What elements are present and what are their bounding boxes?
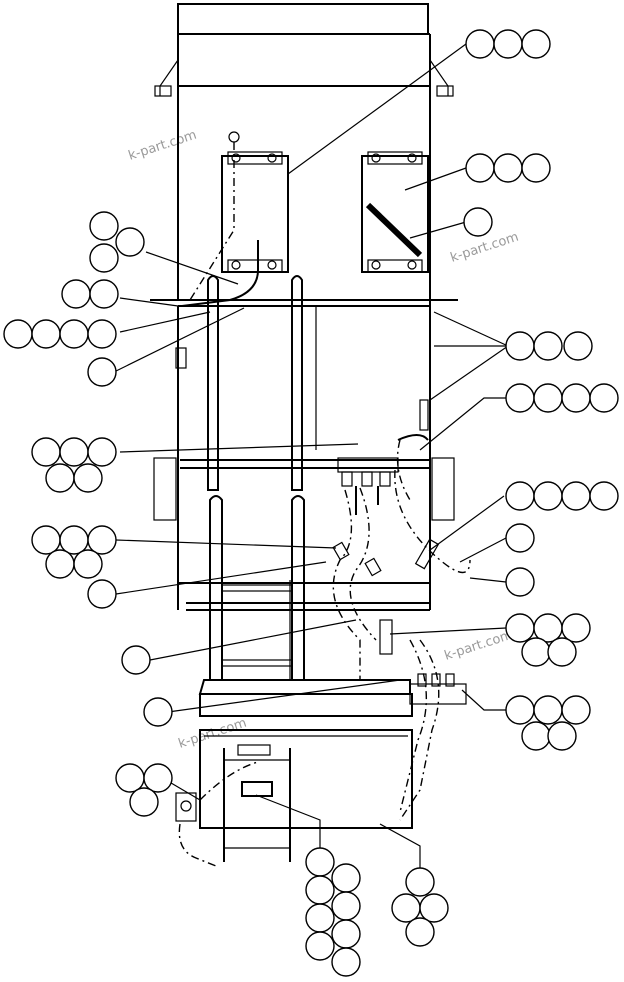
watermarks: k-part.com k-part.com k-part.com k-part.… [127, 128, 521, 752]
callout-bubble [59, 319, 89, 349]
callout-bubble [331, 947, 361, 977]
callout-bubble [143, 697, 173, 727]
callout-bubble [59, 525, 89, 555]
callout-bubble [521, 29, 551, 59]
callout-bubble [589, 383, 619, 413]
callout-bubble [31, 319, 61, 349]
callout-bubble [129, 787, 159, 817]
callout-bubble [73, 463, 103, 493]
callout-bubble [521, 721, 551, 751]
upper-housing [154, 3, 454, 300]
callout-bubble [143, 763, 173, 793]
callout-bubble [521, 153, 551, 183]
callout-bubbles [3, 29, 619, 977]
shafts [207, 275, 305, 681]
watermark-text: k-part.com [443, 628, 515, 664]
callout-bubble [391, 893, 421, 923]
callout-bubble [533, 695, 563, 725]
callout-bubble [419, 893, 449, 923]
callout-bubble [3, 319, 33, 349]
callout-bubble [331, 919, 361, 949]
callout-bubble [561, 695, 591, 725]
callout-bubble [589, 481, 619, 511]
callout-bubble [45, 463, 75, 493]
callout-bubble [463, 207, 493, 237]
relay-right [361, 151, 429, 273]
ground-bolt [228, 131, 240, 143]
callout-bubble [563, 331, 593, 361]
callout-bubble [533, 481, 563, 511]
callout-bubble [505, 567, 535, 597]
callout-bubble [505, 695, 535, 725]
callout-bubble [533, 383, 563, 413]
callout-bubble [89, 211, 119, 241]
callout-bubble [89, 243, 119, 273]
callout-bubble [493, 153, 523, 183]
callout-bubble [561, 383, 591, 413]
callout-bubble [505, 383, 535, 413]
callout-bubble [505, 331, 535, 361]
callout-bubble [547, 637, 577, 667]
callout-bubble [31, 437, 61, 467]
callout-bubble [405, 867, 435, 897]
callout-bubble [87, 579, 117, 609]
callout-bubble [493, 29, 523, 59]
callout-bubble [465, 29, 495, 59]
callout-bubble [561, 613, 591, 643]
leader-lines [113, 43, 509, 868]
callout-bubble [73, 549, 103, 579]
callout-bubble [89, 279, 119, 309]
callout-bubble [505, 613, 535, 643]
callout-bubble [305, 903, 335, 933]
valve-block [332, 434, 471, 680]
callout-bubble [115, 227, 145, 257]
callout-bubble [115, 763, 145, 793]
callout-bubble [31, 525, 61, 555]
callout-bubble [61, 279, 91, 309]
callout-bubble [533, 331, 563, 361]
lower-base [175, 639, 467, 867]
callout-bubble [87, 525, 117, 555]
callout-bubble [45, 549, 75, 579]
callout-bubble [331, 891, 361, 921]
clamps [175, 347, 440, 655]
callout-bubble [87, 357, 117, 387]
callout-bubble [305, 931, 335, 961]
watermark-text: k-part.com [127, 128, 199, 164]
callout-bubble [59, 437, 89, 467]
callout-bubble [547, 721, 577, 751]
callout-bubble [305, 875, 335, 905]
callout-bubble [465, 153, 495, 183]
callout-bubble [405, 917, 435, 947]
callout-bubble [305, 847, 335, 877]
callout-bubble [505, 523, 535, 553]
callout-bubble [331, 863, 361, 893]
callout-bubble [561, 481, 591, 511]
callout-bubble [521, 637, 551, 667]
relay-left [221, 151, 289, 273]
callout-bubble [505, 481, 535, 511]
callout-bubble [87, 319, 117, 349]
callout-bubble [87, 437, 117, 467]
callout-bubble [121, 645, 151, 675]
